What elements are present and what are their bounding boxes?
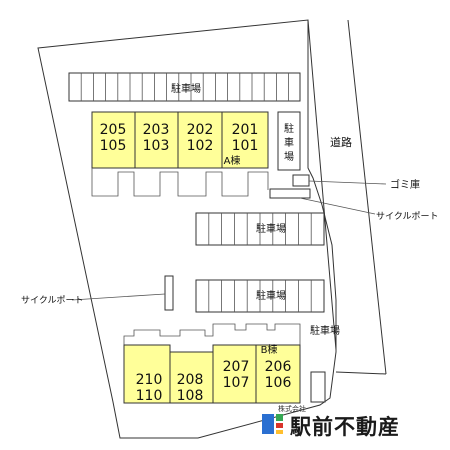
site-boundary (37, 19, 337, 439)
bike-port-left (164, 275, 174, 311)
building-a-label: A棟 (224, 154, 241, 167)
parking-middle-upper: 駐車場 (195, 212, 325, 246)
unit-201: 201 (232, 122, 259, 138)
building-a: 205 105 203 103 202 102 201 101 A棟 (91, 111, 269, 197)
parking-right-bottom-label: 駐車場 (310, 324, 340, 337)
company-logo: 株式会社 駅前不動産 (262, 404, 400, 439)
parking-top-label: 駐車場 (171, 82, 201, 95)
building-b: B棟 210 110 208 108 207 107 206 106 (123, 323, 301, 404)
unit-210: 210 (136, 372, 163, 388)
road-label: 道路 (330, 135, 352, 149)
unit-101: 101 (232, 138, 259, 154)
road-line-left (307, 19, 337, 351)
parking-side-char1: 駐 (284, 122, 294, 135)
unit-103: 103 (143, 138, 170, 154)
unit-105: 105 (100, 138, 127, 154)
parking-side: 駐 車 場 (277, 111, 301, 171)
parking-side-char2: 車 (284, 136, 294, 149)
building-a-body (91, 111, 269, 169)
parking-side-char3: 場 (284, 150, 294, 163)
road-line-bottom (335, 371, 387, 375)
unit-110: 110 (136, 388, 163, 404)
unit-208: 208 (177, 372, 204, 388)
unit-203: 203 (143, 122, 170, 138)
parking-middle-lower: 駐車場 (195, 279, 325, 313)
unit-202: 202 (187, 122, 214, 138)
parking-top: 駐車場 (68, 72, 301, 102)
bike-port-right (269, 188, 311, 199)
road-line-right (347, 19, 387, 375)
unit-107: 107 (223, 375, 250, 391)
ekimae-fudousan-logo-icon (262, 414, 283, 434)
parking-right-bottom: 駐車場 (310, 324, 340, 403)
unit-102: 102 (187, 138, 214, 154)
company-name: 駅前不動産 (290, 415, 400, 439)
bike-port-right-label: サイクルポート (376, 211, 439, 222)
garbage-label: ゴミ庫 (390, 178, 420, 191)
unit-108: 108 (177, 388, 204, 404)
garbage-store (292, 174, 310, 187)
parking-middle-upper-label: 駐車場 (256, 222, 286, 235)
unit-106: 106 (265, 375, 292, 391)
bike-port-left-label: サイクルポート (21, 295, 84, 306)
unit-205: 205 (100, 122, 127, 138)
building-b-label: B棟 (261, 343, 278, 356)
parking-middle-lower-label: 駐車場 (256, 289, 286, 302)
unit-206: 206 (265, 359, 292, 375)
company-small-label: 株式会社 (278, 404, 306, 413)
unit-207: 207 (223, 359, 250, 375)
